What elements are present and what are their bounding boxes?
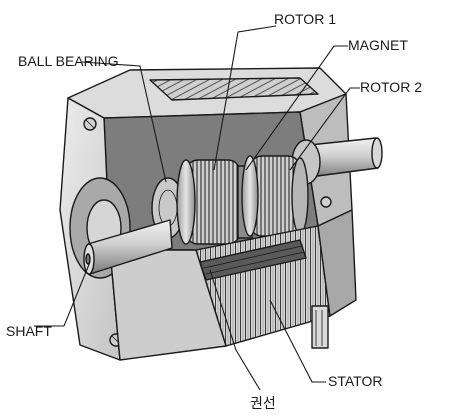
- leader-ball-bearing: [81, 61, 167, 183]
- leader-magnet: [245, 45, 348, 171]
- label-stator: STATOR: [328, 373, 382, 389]
- label-rotor-2: ROTOR 2: [360, 79, 422, 95]
- stator-top-laminations: [149, 77, 319, 101]
- label-rotor-1: ROTOR 1: [274, 11, 336, 27]
- stator: [109, 209, 357, 361]
- front-shaft: [83, 219, 173, 275]
- winding-coil: [199, 239, 307, 281]
- label-winding: 권선: [250, 395, 276, 411]
- label-magnet: MAGNET: [348, 37, 408, 53]
- leader-rotor-2: [289, 87, 360, 171]
- lead-connector: [311, 305, 329, 349]
- screw-icon: [320, 196, 332, 208]
- rotor-assembly: [151, 155, 309, 245]
- leader-winding: [209, 269, 261, 391]
- leader-stator: [269, 299, 326, 383]
- housing-right-wall: [317, 209, 357, 317]
- leader-shaft: [34, 261, 91, 327]
- labels: ROTOR 1 BALL BEARING MAGNET ROTOR 2 SHAF…: [6, 11, 422, 411]
- label-ball-bearing: BALL BEARING: [18, 53, 119, 69]
- leader-lines: [34, 25, 360, 391]
- label-shaft: SHAFT: [6, 323, 52, 339]
- leader-rotor-1: [213, 25, 277, 171]
